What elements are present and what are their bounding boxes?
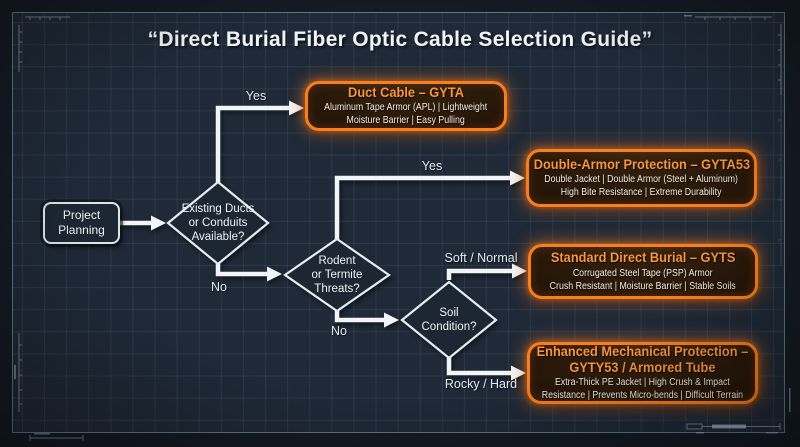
decision-diamond-rodent <box>283 237 391 313</box>
result-desc-gyty53: Extra-Thick PE Jacket | High Crush & Imp… <box>541 377 744 402</box>
edge-soil-soft <box>446 268 513 280</box>
result-box-gyta: Duct Cable – GYTA Aluminum Tape Armor (A… <box>305 81 507 131</box>
edge-label-ducts-yes: Yes <box>245 89 267 103</box>
edge-ducts-no <box>215 261 268 277</box>
edge-soil-rocky <box>446 356 512 376</box>
result-box-gyta53: Double-Armor Protection – GYTA53 Double … <box>526 149 757 207</box>
arrowhead-rodent <box>267 266 282 282</box>
arrowhead-gyts <box>512 263 527 279</box>
result-title-gyts: Standard Direct Burial – GYTS <box>550 250 736 266</box>
arrowhead-gyta53 <box>510 170 525 186</box>
result-desc-gyta: Aluminum Tape Armor (APL) | Lightweight … <box>324 102 488 127</box>
arrowhead-gyta <box>289 100 304 116</box>
result-box-gyty53: Enhanced Mechanical Protection – GYTY53 … <box>527 342 758 404</box>
edge-label-soil-soft: Soft / Normal <box>444 251 518 265</box>
decision-diamond-ducts <box>166 180 270 266</box>
decision-diamond-soil <box>400 280 498 360</box>
edge-ducts-yes <box>215 105 290 185</box>
edge-label-ducts-no: No <box>211 280 227 294</box>
arrowhead-gyty53 <box>511 365 526 381</box>
edge-label-rodent-yes: Yes <box>421 159 443 173</box>
node-project-planning: Project Planning <box>43 202 120 244</box>
edge-label-rodent-no: No <box>331 324 347 338</box>
edge-rodent-no <box>334 308 385 323</box>
edge-rodent-yes <box>334 175 511 241</box>
result-title-gyty53: Enhanced Mechanical Protection – GYTY53 … <box>536 343 749 375</box>
arrowhead-ducts <box>151 215 166 231</box>
result-box-gyts: Standard Direct Burial – GYTS Corrugated… <box>528 244 758 299</box>
edge-label-soil-rocky: Rocky / Hard <box>444 377 518 391</box>
page-title: “Direct Burial Fiber Optic Cable Selecti… <box>147 28 653 51</box>
result-title-gyta53: Double-Armor Protection – GYTA53 <box>533 156 750 172</box>
result-desc-gyts: Corrugated Steel Tape (PSP) Armor Crush … <box>549 267 737 292</box>
arrowhead-soil <box>384 312 399 328</box>
result-title-gyta: Duct Cable – GYTA <box>348 84 464 100</box>
result-desc-gyta53: Double Jacket | Double Armor (Steel + Al… <box>544 174 739 199</box>
